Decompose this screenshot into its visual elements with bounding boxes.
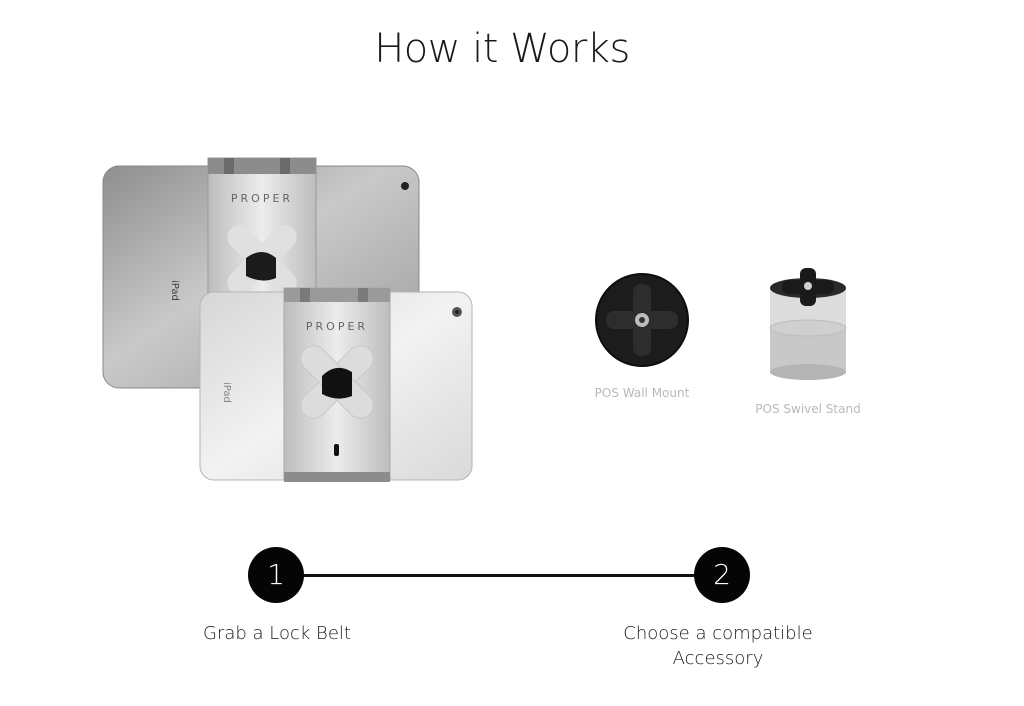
ipad-back-device-text: iPad: [169, 280, 180, 301]
step-2-label-line-2: Accessory: [672, 648, 764, 669]
step-1-label: Grab a Lock Belt: [203, 623, 351, 644]
step-1-number: 1: [248, 547, 304, 603]
belt-brand-back: PROPER: [231, 192, 293, 205]
ipad-back: iPad PROPER: [102, 157, 420, 399]
step-2-number: 2: [694, 547, 750, 603]
steps-connector-line: [276, 574, 722, 577]
belt-brand-front: PROPER: [306, 320, 368, 333]
ipad-front-device-text: iPad: [221, 382, 232, 403]
wall-mount-icon: [595, 273, 689, 367]
ipad-lock-belt-illustration: iPad PROPER iPad PROPER: [102, 157, 473, 482]
swivel-stand-icon: [769, 268, 847, 380]
wall-mount-caption: POS Wall Mount: [594, 386, 690, 400]
swivel-stand-caption: POS Swivel Stand: [755, 402, 861, 416]
step-2-label: Choose a compatible Accessory: [600, 621, 836, 671]
ipad-front: iPad PROPER: [199, 287, 473, 482]
step-2-label-line-1: Choose a compatible: [623, 623, 813, 644]
page-title: How it Works: [374, 26, 630, 72]
accessory-wall-mount: POS Wall Mount: [578, 272, 706, 400]
accessory-swivel-stand: POS Swivel Stand: [742, 262, 874, 416]
